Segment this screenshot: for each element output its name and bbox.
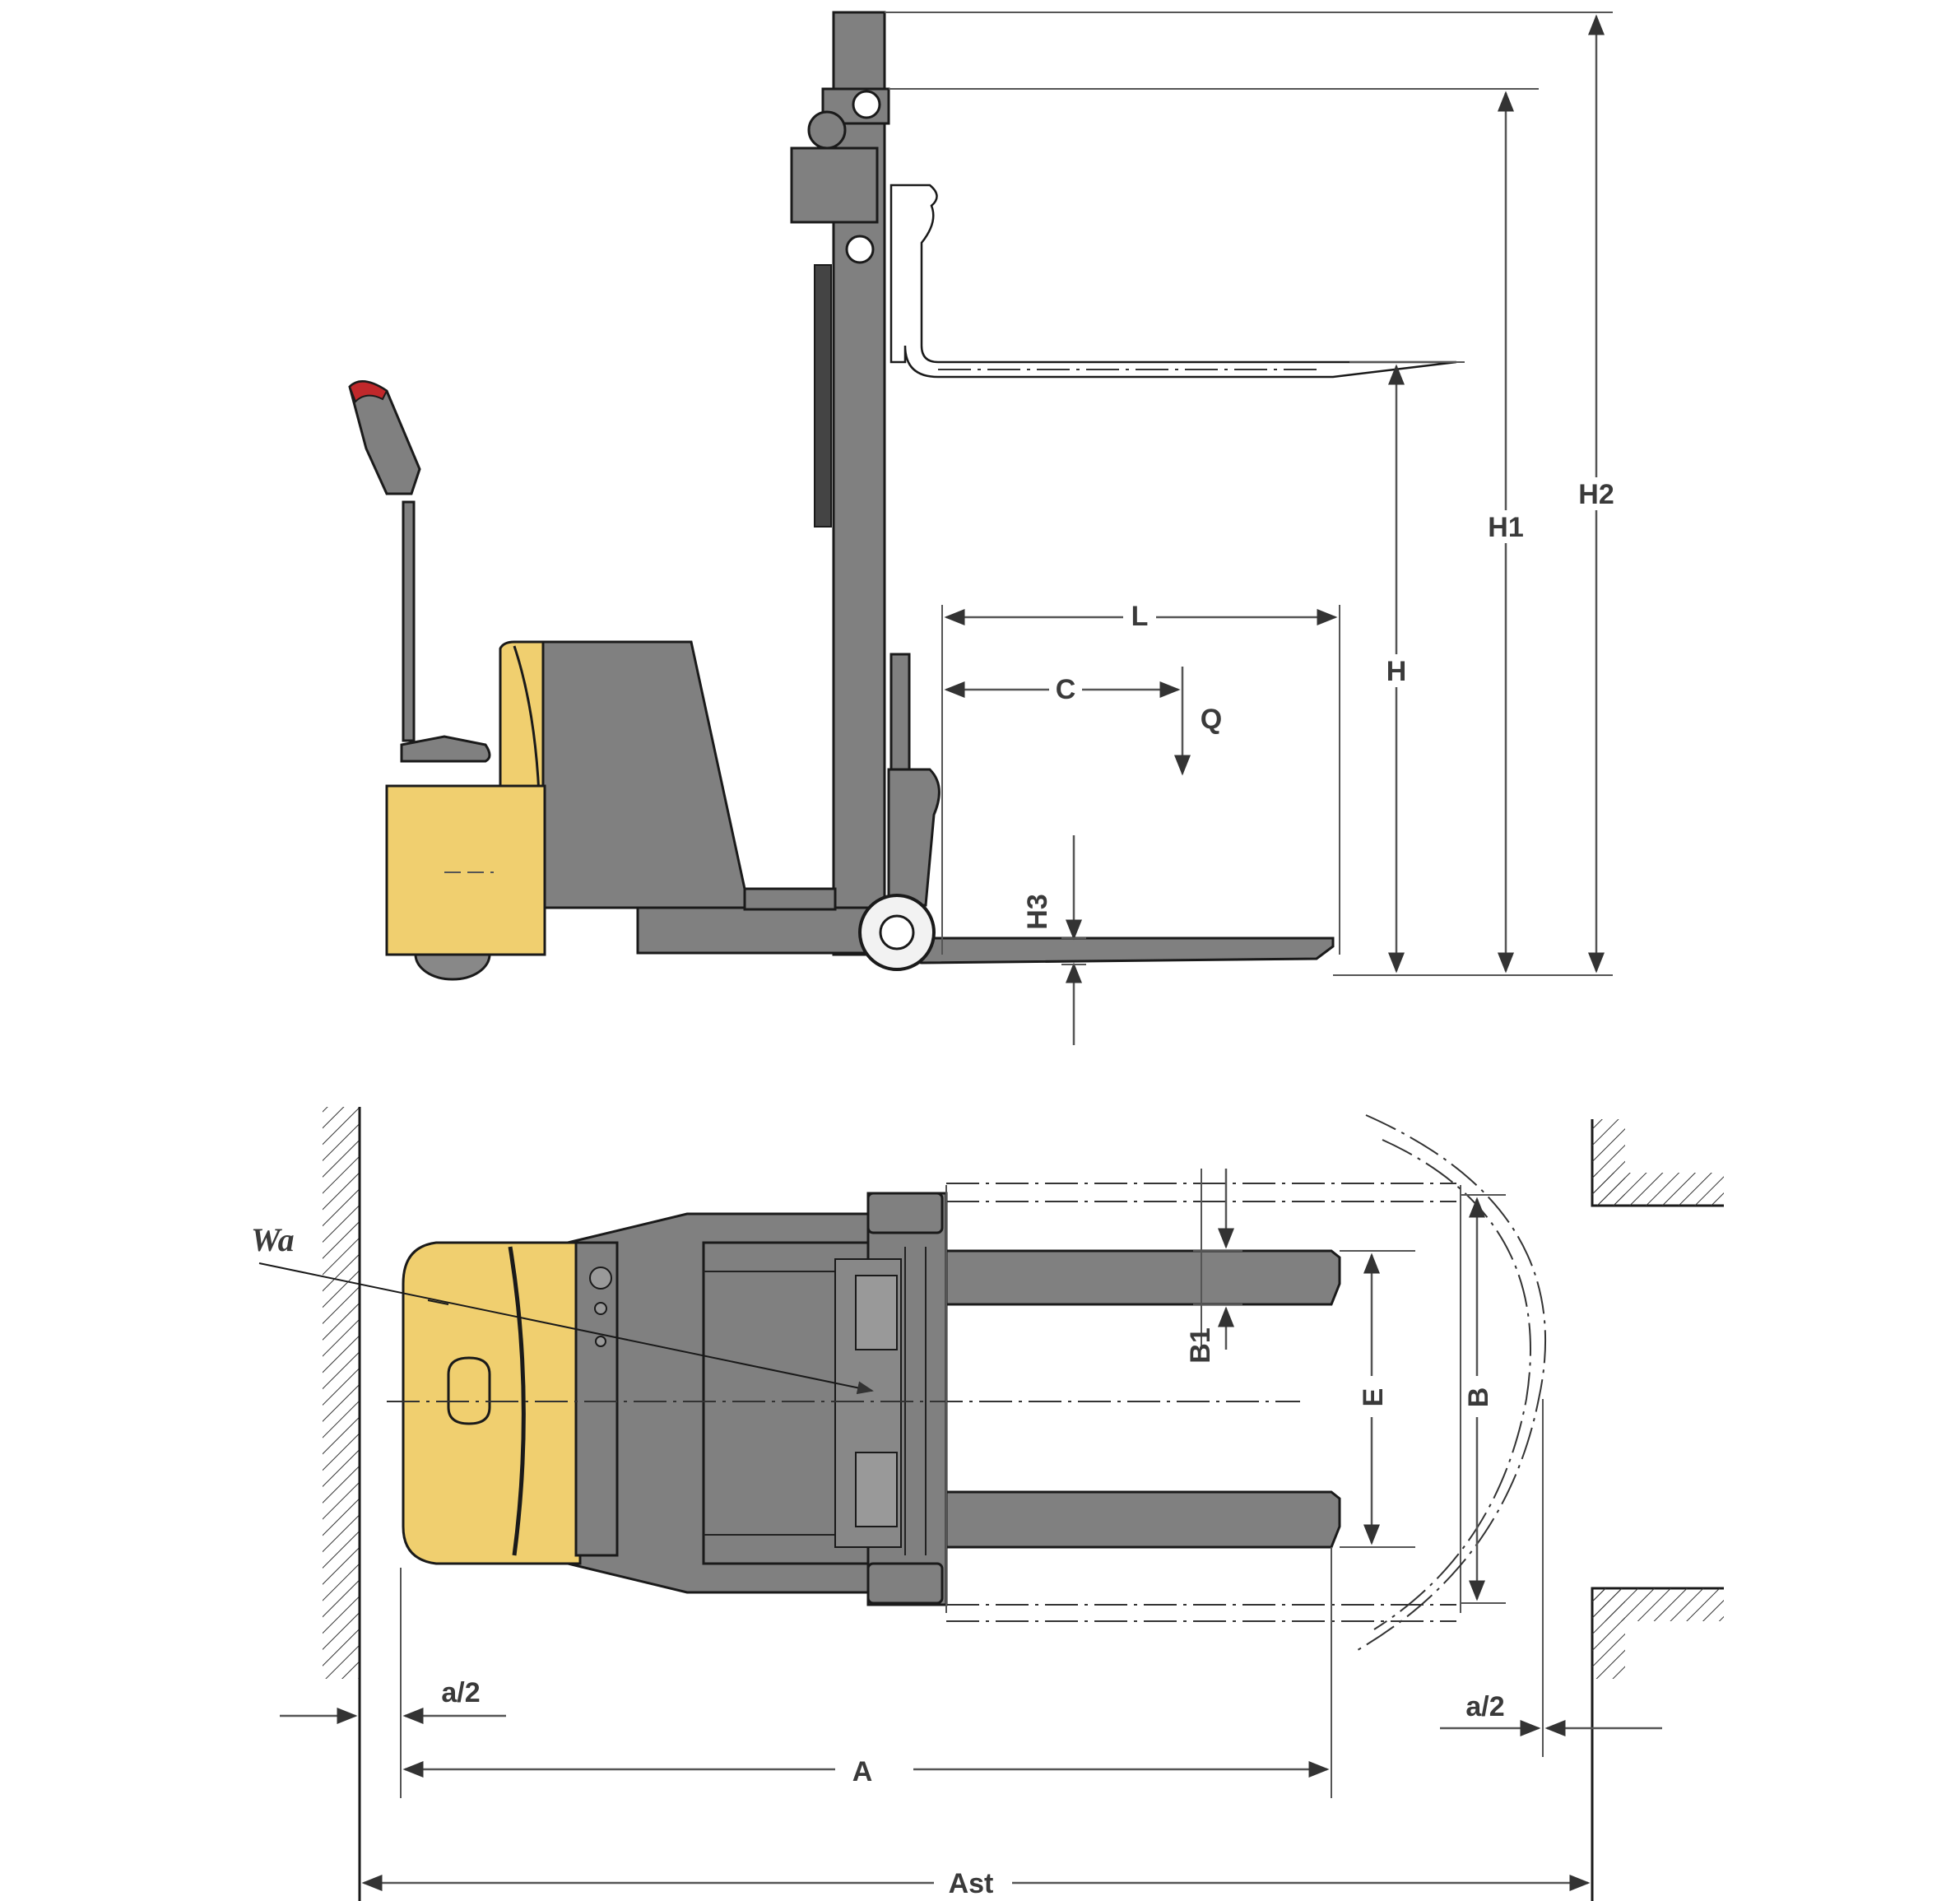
label-Wa: Wa: [251, 1221, 295, 1258]
top-console: [574, 1241, 619, 1557]
chassis-step: [743, 887, 837, 911]
chassis: [636, 906, 878, 955]
mast-rack: [814, 264, 832, 528]
label-A: A: [852, 1756, 873, 1787]
battery-cover: [499, 640, 545, 796]
top-fork-right: [945, 1490, 1341, 1549]
label-Q: Q: [1201, 704, 1222, 735]
tiller-base: [400, 735, 491, 763]
tiller-arm: [402, 500, 416, 742]
tiller-red-button: [348, 380, 388, 403]
carriage: [887, 768, 941, 907]
battery-base: [385, 784, 546, 956]
label-a2-right: a/2: [1465, 1691, 1504, 1722]
label-H1: H1: [1488, 512, 1523, 543]
top-carriage-lug-upper: [866, 1192, 944, 1234]
body-housing: [541, 640, 746, 909]
drive-wheel: [414, 953, 491, 981]
label-a2-left: a/2: [441, 1677, 480, 1708]
side-view: H2 H1 H L C Q H3: [348, 11, 1617, 1045]
top-fork-left: [945, 1249, 1341, 1306]
label-H: H: [1386, 656, 1407, 687]
label-B: B: [1463, 1387, 1494, 1408]
top-tiller-pivot: [447, 1356, 491, 1425]
turning-arc-outer: [1357, 1114, 1546, 1651]
label-H3: H3: [1022, 894, 1053, 929]
turning-arc-inner: [1373, 1139, 1531, 1630]
top-carriage-lug-lower: [866, 1562, 944, 1605]
label-C: C: [1056, 674, 1076, 705]
label-Ast: Ast: [949, 1868, 994, 1899]
left-wall-hatch: [323, 1107, 360, 1679]
label-H2: H2: [1578, 479, 1614, 510]
raised-forks: [889, 184, 1457, 379]
label-B1: B1: [1185, 1327, 1216, 1363]
top-view: Wa B1 E B a/2 a/2 A: [251, 1107, 1724, 1901]
top-battery-cover: [402, 1241, 582, 1565]
label-E: E: [1358, 1388, 1389, 1407]
lowered-forks: [903, 919, 1335, 964]
label-L: L: [1131, 601, 1149, 632]
lift-cylinder-block: [790, 146, 879, 224]
radius-Wa: [258, 1262, 874, 1395]
